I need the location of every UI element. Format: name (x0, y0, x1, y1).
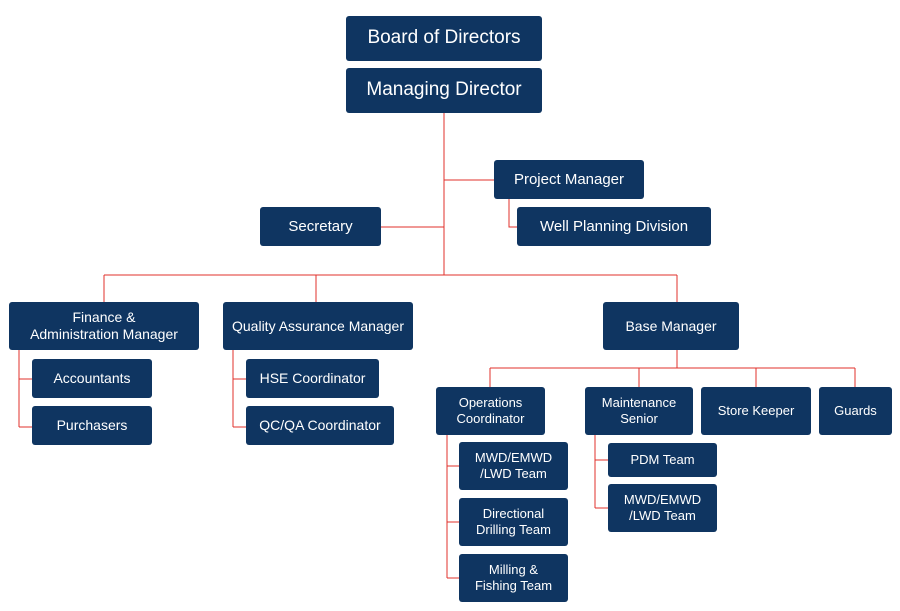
accountants-box: Accountants (32, 359, 152, 398)
pdm-team-box: PDM Team (608, 443, 717, 477)
maintenance-senior-box: Maintenance Senior (585, 387, 693, 435)
project-manager-box: Project Manager (494, 160, 644, 199)
maint-mwd-emwd-lwd-team-box: MWD/EMWD /LWD Team (608, 484, 717, 532)
connector-line (508, 199, 517, 228)
milling-fishing-team-box: Milling & Fishing Team (459, 554, 568, 602)
operations-coordinator-box: Operations Coordinator (436, 387, 545, 435)
guards-box: Guards (819, 387, 892, 435)
store-keeper-box: Store Keeper (701, 387, 811, 435)
base-manager-box: Base Manager (603, 302, 739, 350)
managing-director-box: Managing Director (346, 68, 542, 113)
hse-coordinator-box: HSE Coordinator (246, 359, 379, 398)
secretary-box: Secretary (260, 207, 381, 246)
ops-mwd-emwd-lwd-team-box: MWD/EMWD /LWD Team (459, 442, 568, 490)
well-planning-division-box: Well Planning Division (517, 207, 711, 246)
finance-admin-manager-box: Finance & Administration Manager (9, 302, 199, 350)
purchasers-box: Purchasers (32, 406, 152, 445)
qcqa-coordinator-box: QC/QA Coordinator (246, 406, 394, 445)
directional-drilling-team-box: Directional Drilling Team (459, 498, 568, 546)
board-of-directors-box: Board of Directors (346, 16, 542, 61)
quality-assurance-manager-box: Quality Assurance Manager (223, 302, 413, 350)
